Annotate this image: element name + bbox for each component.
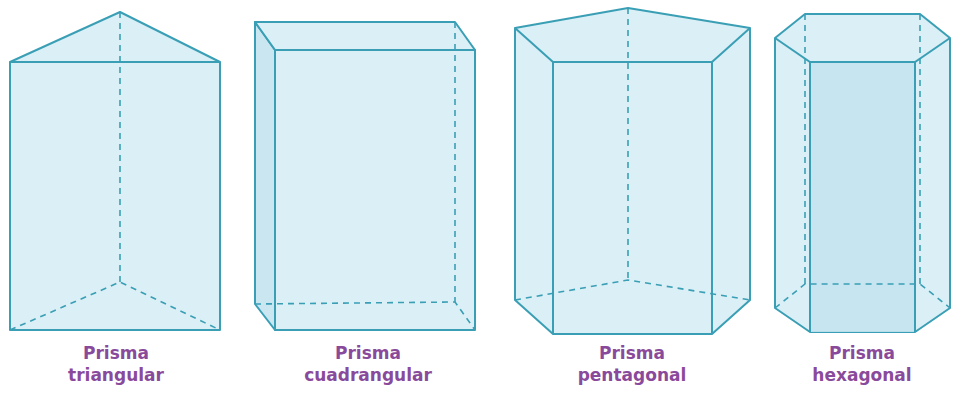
hidden-edge xyxy=(454,22,456,302)
prism-top xyxy=(255,22,475,50)
prism-edge xyxy=(10,61,220,63)
pentagonal-prism xyxy=(515,8,750,334)
hidden-edge xyxy=(119,12,121,282)
prism-front xyxy=(810,62,915,332)
prism-label: Prisma pentagonal xyxy=(578,342,687,386)
prism-body xyxy=(10,12,220,330)
prism-front xyxy=(275,50,475,330)
prism-edge xyxy=(809,62,811,332)
prism-label: Prisma hexagonal xyxy=(812,342,911,386)
prism-side xyxy=(255,22,275,330)
hidden-edge xyxy=(10,282,220,330)
prism-edge xyxy=(515,28,750,62)
prism-edge xyxy=(775,38,950,62)
hidden-edge xyxy=(919,14,921,284)
prism-body xyxy=(515,8,750,334)
hidden-edge xyxy=(255,302,475,330)
hidden-edge xyxy=(775,284,950,308)
prism-edge xyxy=(914,62,916,332)
triangular-prism xyxy=(10,12,220,330)
prism-label: Prisma cuadrangular xyxy=(304,342,432,386)
hexagonal-prism xyxy=(775,14,950,332)
hidden-edge xyxy=(804,14,806,284)
square-prism xyxy=(255,22,475,330)
prism-body xyxy=(775,14,950,332)
hidden-edge xyxy=(515,280,750,300)
hidden-edge xyxy=(627,8,629,280)
prism-label: Prisma triangular xyxy=(68,342,164,386)
